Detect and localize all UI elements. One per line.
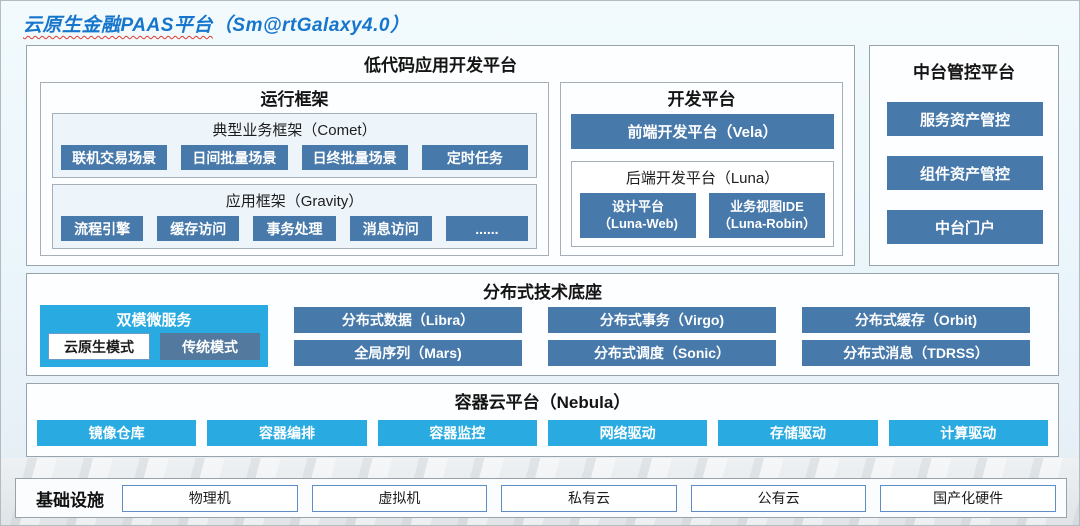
node-compute-driver: 计算驱动	[888, 420, 1048, 446]
node-container-monitoring: 容器监控	[377, 420, 537, 446]
node-mars: 全局序列（Mars)	[294, 340, 522, 366]
box-comet-title: 典型业务框架（Comet）	[212, 122, 377, 139]
panel-container-cloud-title: 容器云平台（Nebula）	[454, 393, 631, 412]
comet-node-row: 联机交易场景 日间批量场景 日终批量场景 定时任务	[61, 145, 528, 170]
node-libra: 分布式数据（Libra）	[294, 307, 522, 333]
node-container-orchestration: 容器编排	[207, 420, 367, 446]
node-virgo: 分布式事务（Virgo)	[548, 307, 776, 333]
panel-distributed-base: 分布式技术底座 双模微服务 云原生模式 传统模式 分布式数据（Libra） 分布…	[26, 273, 1059, 376]
panel-low-code: 低代码应用开发平台 运行框架 典型业务框架（Comet） 联机交易场景 日间批量…	[26, 45, 855, 266]
node-physical-machine: 物理机	[122, 484, 298, 512]
box-runtime-framework-title: 运行框架	[260, 90, 329, 109]
node-private-cloud: 私有云	[501, 484, 677, 512]
node-network-driver: 网络驱动	[547, 420, 708, 446]
node-vela: 前端开发平台（Vela）	[571, 114, 834, 149]
node-sonic: 分布式调度（Sonic）	[548, 340, 776, 366]
node-image-repository: 镜像仓库	[37, 420, 197, 446]
panel-mid-platform: 中台管控平台 服务资产管控 组件资产管控 中台门户	[869, 45, 1059, 266]
node-luna-web-line2: （Luna-Web)	[598, 215, 678, 231]
node-eod-batch: 日终批量场景	[301, 145, 408, 170]
box-dev-platform: 开发平台 前端开发平台（Vela） 后端开发平台（Luna） 设计平台 （Lun…	[560, 82, 843, 256]
node-mid-platform-portal: 中台门户	[887, 210, 1043, 244]
node-intraday-batch: 日间批量场景	[181, 145, 288, 170]
panel-distributed-base-title: 分布式技术底座	[483, 283, 602, 302]
node-storage-driver: 存储驱动	[718, 420, 878, 446]
box-luna-title: 后端开发平台（Luna）	[625, 170, 780, 187]
panel-low-code-title: 低代码应用开发平台	[364, 56, 517, 75]
infrastructure-node-row: 物理机 虚拟机 私有云 公有云 国产化硬件	[122, 484, 1056, 512]
node-traditional-mode: 传统模式	[160, 333, 260, 360]
node-luna-web: 设计平台 （Luna-Web)	[580, 193, 696, 238]
node-luna-robin-line2: （Luna-Robin）	[717, 215, 817, 231]
box-comet: 典型业务框架（Comet） 联机交易场景 日间批量场景 日终批量场景 定时任务	[52, 113, 537, 178]
node-virtual-machine: 虚拟机	[311, 484, 488, 512]
node-service-asset-control: 服务资产管控	[887, 102, 1043, 136]
box-luna: 后端开发平台（Luna） 设计平台 （Luna-Web) 业务视图IDE （Lu…	[571, 161, 834, 247]
diagram-title-main: 云原生金融PAAS平台	[23, 15, 213, 36]
node-timed-task: 定时任务	[421, 145, 528, 170]
container-node-row: 镜像仓库 容器编排 容器监控 网络驱动 存储驱动 计算驱动	[37, 420, 1048, 446]
gravity-node-row: 流程引擎 缓存访问 事务处理 消息访问 ......	[61, 216, 529, 241]
diagram-title: 云原生金融PAAS平台（Sm@rtGalaxy4.0）	[23, 10, 409, 37]
diagram-title-suffix: （Sm@rtGalaxy4.0）	[212, 15, 410, 36]
panel-mid-platform-title: 中台管控平台	[913, 63, 1015, 82]
node-tdrss: 分布式消息（TDRSS）	[802, 340, 1030, 366]
node-transaction-processing: 事务处理	[253, 216, 336, 241]
node-ellipsis: ......	[445, 216, 529, 241]
node-cache-access: 缓存访问	[157, 216, 240, 241]
box-runtime-framework: 运行框架 典型业务框架（Comet） 联机交易场景 日间批量场景 日终批量场景 …	[40, 82, 549, 256]
box-dual-mode-title: 双模微服务	[116, 312, 192, 329]
box-gravity: 应用框架（Gravity） 流程引擎 缓存访问 事务处理 消息访问 ......	[52, 184, 537, 249]
node-domestic-hardware: 国产化硬件	[880, 484, 1056, 512]
dual-mode-row: 云原生模式 传统模式	[48, 333, 260, 360]
panel-infrastructure: 基础设施 物理机 虚拟机 私有云 公有云 国产化硬件	[15, 478, 1067, 518]
node-component-asset-control: 组件资产管控	[887, 156, 1043, 190]
node-process-engine: 流程引擎	[61, 216, 144, 241]
node-public-cloud: 公有云	[690, 484, 867, 512]
panel-container-cloud: 容器云平台（Nebula） 镜像仓库 容器编排 容器监控 网络驱动 存储驱动 计…	[26, 383, 1059, 457]
box-dual-mode-microservice: 双模微服务 云原生模式 传统模式	[40, 305, 268, 367]
box-gravity-title: 应用框架（Gravity）	[225, 193, 364, 210]
node-cloud-native-mode: 云原生模式	[48, 333, 150, 360]
node-message-access: 消息访问	[349, 216, 432, 241]
node-online-transaction: 联机交易场景	[61, 145, 168, 170]
box-dev-platform-title: 开发平台	[667, 90, 736, 109]
node-luna-web-line1: 设计平台	[611, 198, 664, 214]
luna-node-row: 设计平台 （Luna-Web) 业务视图IDE （Luna-Robin）	[580, 193, 825, 238]
panel-infrastructure-title: 基础设施	[36, 490, 104, 510]
node-luna-robin: 业务视图IDE （Luna-Robin）	[709, 193, 825, 238]
node-luna-robin-line1: 业务视图IDE	[730, 198, 804, 214]
node-orbit: 分布式缓存（Orbit)	[802, 307, 1030, 333]
